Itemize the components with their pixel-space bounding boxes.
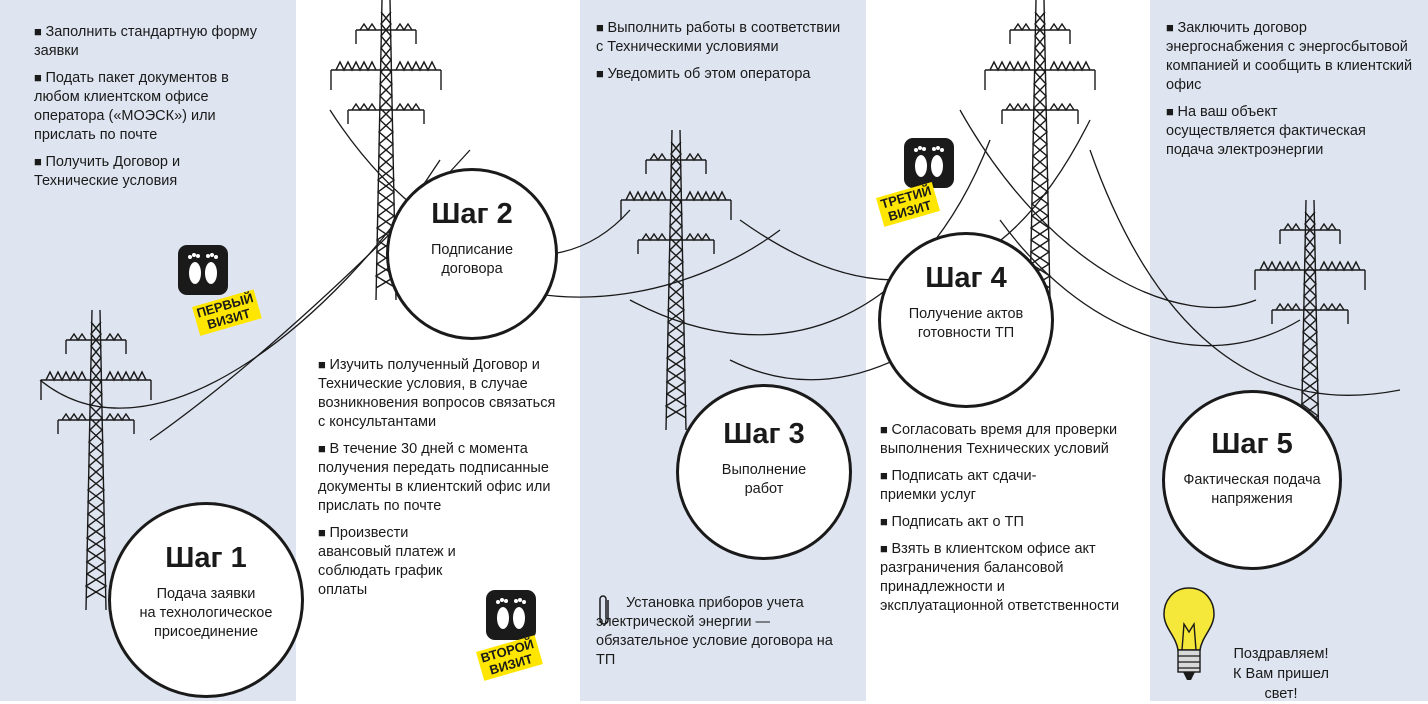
step2-instructions: Изучить полученный Договор и Технические… <box>318 355 556 607</box>
step5-item: Заключить договор энергоснабжения с энер… <box>1166 18 1416 95</box>
step2-subtitle: Подписание договора <box>430 242 514 277</box>
step4-item: Подписать акт о ТП <box>880 512 1120 532</box>
step1-instructions: Заполнить стандартную форму заявки Подат… <box>34 22 264 198</box>
step2-item: В течение 30 дней с момента получения пе… <box>318 439 556 516</box>
step3-item: Уведомить об этом оператора <box>596 64 846 84</box>
step4-circle: Шаг 4 Получение актов готовности ТП <box>878 232 1054 408</box>
step4-title: Шаг 4 <box>925 262 1007 294</box>
step4-instructions: Согласовать время для проверки выполнени… <box>880 420 1120 623</box>
step4-item: Подписать акт сдачи-приемки услуг <box>880 466 1060 505</box>
step5-circle: Шаг 5 Фактическая подача напряжения <box>1162 390 1342 570</box>
step1-title: Шаг 1 <box>165 542 247 574</box>
step1-circle: Шаг 1 Подача заявки на технологическое п… <box>108 502 304 698</box>
light-bulb-icon <box>1163 587 1215 680</box>
footprints-icon <box>178 245 228 295</box>
step3-subtitle: Выполнение работ <box>721 462 807 497</box>
step2-item: Изучить полученный Договор и Технические… <box>318 355 556 432</box>
step3-note: Установка приборов учета электрической э… <box>596 595 833 668</box>
step2-title: Шаг 2 <box>431 198 513 230</box>
step5-item: На ваш объект осуществляется фактическая… <box>1166 102 1386 160</box>
step4-item: Взять в клиентском офисе акт разграничен… <box>880 539 1120 616</box>
congratulations-text: Поздравляем! К Вам пришел свет! <box>1233 646 1329 702</box>
step3-title: Шаг 3 <box>723 418 805 450</box>
step2-circle: Шаг 2 Подписание договора <box>386 168 558 340</box>
step3-circle: Шаг 3 Выполнение работ <box>676 384 852 560</box>
step3-panel <box>580 0 866 701</box>
step3-item: Выполнить работы в соответствии с Технич… <box>596 18 846 57</box>
step5-subtitle: Фактическая подача напряжения <box>1183 472 1321 507</box>
step1-item: Подать пакет документов в любом клиентск… <box>34 68 264 145</box>
step4-item: Согласовать время для проверки выполнени… <box>880 420 1120 459</box>
footprints-icon <box>904 138 954 188</box>
step1-subtitle: Подача заявки на технологическое присоед… <box>139 586 273 640</box>
step5-instructions: Заключить договор энергоснабжения с энер… <box>1166 18 1416 167</box>
pylon-3 <box>620 129 732 431</box>
step3-instructions: Выполнить работы в соответствии с Технич… <box>596 18 846 91</box>
step5-title: Шаг 5 <box>1211 428 1293 460</box>
footprints-icon <box>486 590 536 640</box>
step2-item: Произвести авансовый платеж и соблюдать … <box>318 523 468 600</box>
step1-item: Получить Договор и Технические условия <box>34 152 264 191</box>
paperclip-icon <box>599 595 609 625</box>
step1-item: Заполнить стандартную форму заявки <box>34 22 264 61</box>
step4-subtitle: Получение актов готовности ТП <box>908 306 1024 341</box>
